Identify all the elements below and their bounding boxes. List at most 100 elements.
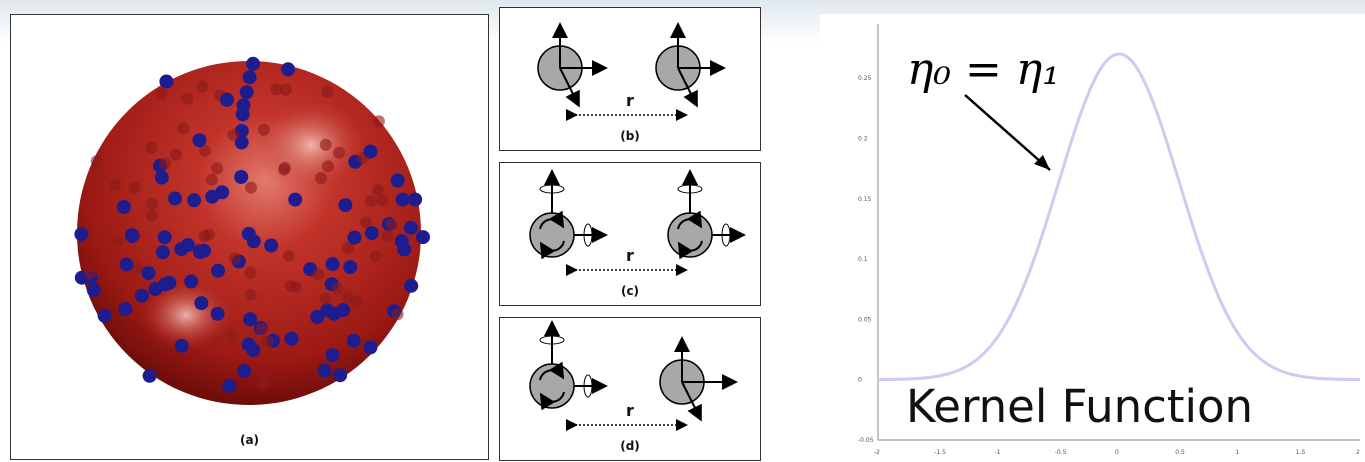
y-tick-label: -0.05 <box>858 437 874 444</box>
particle <box>111 234 124 247</box>
particle <box>243 312 258 327</box>
particle <box>74 227 89 242</box>
particle <box>364 226 379 241</box>
annotation-arrowhead <box>1034 155 1050 170</box>
particle <box>319 292 332 305</box>
kernel-curve <box>878 52 1360 382</box>
particle <box>333 368 348 383</box>
particle <box>239 85 254 100</box>
sphere-highlight <box>141 280 231 350</box>
panel-b: r (b) <box>499 7 761 151</box>
particle <box>333 146 346 159</box>
diagram-c <box>529 169 746 276</box>
particle <box>284 331 299 346</box>
particle <box>321 85 334 98</box>
panel-a-sphere: (a) <box>10 14 489 460</box>
particle <box>321 160 334 173</box>
particle <box>148 282 163 296</box>
particle <box>174 338 189 353</box>
diagram-b <box>537 22 726 121</box>
particle <box>159 74 174 89</box>
particle <box>282 249 295 262</box>
particle <box>196 80 209 93</box>
particle <box>97 308 112 323</box>
particle <box>169 148 182 161</box>
particle <box>244 266 257 279</box>
caption-c: (c) <box>620 284 640 298</box>
x-tick-label: -2 <box>874 449 880 456</box>
particle <box>168 191 182 206</box>
particle <box>416 230 430 245</box>
particle <box>228 252 241 265</box>
particle <box>155 88 168 101</box>
particle <box>157 230 172 245</box>
distance-label-c: r <box>626 246 634 265</box>
y-tick-label: 0.15 <box>858 196 872 203</box>
particle <box>142 368 157 383</box>
particle <box>372 115 385 128</box>
particle <box>194 296 209 311</box>
particle <box>205 189 220 204</box>
caption-b: (b) <box>620 129 640 143</box>
panel-d: r (d) <box>499 317 761 461</box>
particle <box>284 280 297 292</box>
distance-label-b: r <box>626 91 634 110</box>
particle <box>270 83 283 96</box>
particle <box>124 228 139 243</box>
particle <box>281 62 296 77</box>
rotating-particle-left <box>529 169 608 260</box>
particle <box>360 216 372 229</box>
particle <box>363 340 378 355</box>
particle <box>211 263 225 278</box>
particle-right <box>659 336 738 422</box>
particle <box>347 230 362 245</box>
particle <box>363 144 378 159</box>
particle <box>155 245 170 260</box>
particle <box>280 83 292 96</box>
particle <box>225 330 238 343</box>
particle-right <box>655 22 726 108</box>
particle <box>131 262 144 275</box>
y-tick-label: 0.2 <box>858 135 868 142</box>
particle <box>241 337 256 352</box>
particle <box>242 70 257 85</box>
particle <box>312 268 325 281</box>
particle <box>241 226 256 241</box>
particle <box>192 133 207 148</box>
particle <box>199 144 211 157</box>
particle <box>118 302 133 317</box>
rotating-particle-right <box>667 169 746 260</box>
x-tick-label: 0 <box>1115 449 1119 456</box>
particle <box>181 92 194 105</box>
particle <box>84 267 97 280</box>
particle <box>408 192 423 207</box>
particle <box>205 173 218 186</box>
particle <box>319 138 332 151</box>
particle <box>237 364 252 378</box>
particle <box>184 274 199 289</box>
particle <box>315 172 327 185</box>
particle <box>257 123 270 136</box>
particle <box>197 243 211 258</box>
particle <box>159 157 171 170</box>
particle <box>134 288 149 303</box>
diagram-d <box>529 320 738 431</box>
particle <box>288 192 303 207</box>
particle <box>236 98 251 113</box>
particle <box>404 220 418 235</box>
particle <box>222 378 237 393</box>
x-tick-label: 0.5 <box>1175 449 1185 456</box>
x-tick-label: 2 <box>1356 449 1360 456</box>
particle <box>404 278 419 293</box>
particle <box>128 181 141 194</box>
sphere-figure <box>74 56 430 405</box>
particle <box>145 141 158 154</box>
particle <box>320 303 335 318</box>
particle <box>317 363 332 378</box>
annotation-arrow <box>964 94 1051 171</box>
particle <box>259 377 272 390</box>
x-tick-label: -1 <box>995 449 1001 456</box>
particle <box>145 209 158 222</box>
